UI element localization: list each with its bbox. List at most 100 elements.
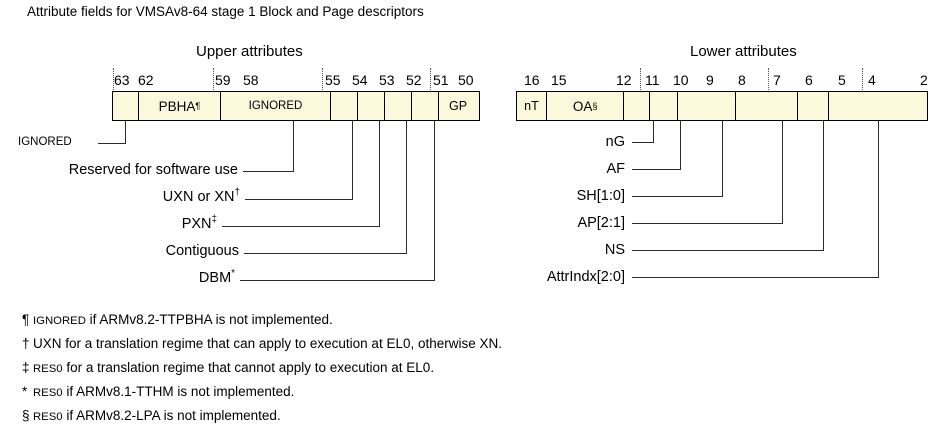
field-cell-gp[interactable]: GP xyxy=(448,99,468,113)
bit-label-12: 12 xyxy=(616,72,632,88)
footnote-mark-section: § xyxy=(22,408,30,423)
footnote-smallcaps-3: RES0 xyxy=(33,387,63,399)
leader-vertical-ns xyxy=(823,121,824,251)
lower-attributes-field-box: nT OA§ xyxy=(516,91,928,121)
footnote-smallcaps-4: RES0 xyxy=(33,411,63,423)
bit-label-58: 58 xyxy=(243,72,259,88)
upper-attributes-field-box: PBHA¶ IGNORED GP xyxy=(112,91,480,121)
leader-vertical-sh xyxy=(722,121,723,197)
callout-label-uxn-text: UXN or XN xyxy=(162,189,235,205)
field-cell-11[interactable] xyxy=(624,92,651,120)
page-title: Attribute fields for VMSAv8-64 stage 1 B… xyxy=(27,4,424,19)
field-cell-54[interactable] xyxy=(331,92,358,120)
bit-tick-11 xyxy=(640,68,641,92)
callout-label-pxn: PXN‡ xyxy=(60,214,217,232)
leader-horizontal-af xyxy=(632,169,681,170)
leader-vertical-dbm xyxy=(434,121,435,281)
upper-attributes-heading: Upper attributes xyxy=(196,43,303,60)
leader-horizontal-uxn xyxy=(245,199,353,200)
callout-label-dbm: DBM* xyxy=(60,269,235,286)
bit-label-55: 55 xyxy=(325,72,341,88)
bit-label-50: 50 xyxy=(458,72,474,88)
leader-horizontal-ns xyxy=(632,250,824,251)
callout-label-uxn-sup: † xyxy=(234,187,240,199)
field-cell-5[interactable] xyxy=(798,92,830,120)
leader-vertical-contiguous xyxy=(406,121,407,254)
bit-tick-7 xyxy=(768,68,769,92)
field-cell-ignored[interactable]: IGNORED xyxy=(221,92,331,120)
field-cell-oa[interactable]: OA§ xyxy=(547,92,625,120)
field-cell-pbha[interactable]: PBHA¶ xyxy=(139,92,221,120)
footnote-mark-dagger: † xyxy=(22,336,30,351)
bit-label-8: 8 xyxy=(738,72,746,88)
field-cell-52[interactable] xyxy=(385,92,412,120)
leader-horizontal-sh xyxy=(632,196,723,197)
bit-label-4: 4 xyxy=(868,72,876,88)
bit-label-51: 51 xyxy=(433,72,449,88)
callout-label-reserved-sw: Reserved for software use xyxy=(68,162,238,178)
callout-label-sh: SH[1:0] xyxy=(576,188,625,204)
leader-horizontal-ignored xyxy=(98,143,126,144)
callout-label-attrindx: AttrIndx[2:0] xyxy=(546,269,625,285)
leader-vertical-ng xyxy=(653,121,654,143)
bit-label-16: 16 xyxy=(524,72,540,88)
footnote-text-1: UXN for a translation regime that can ap… xyxy=(33,336,502,351)
field-cell-oa-label: OA xyxy=(572,98,593,114)
bit-label-62: 62 xyxy=(138,72,154,88)
footnote-oa: §RES0 if ARMv8.2-LPA is not implemented. xyxy=(22,408,281,423)
bit-tick-63 xyxy=(113,68,114,92)
bit-label-53: 53 xyxy=(379,72,395,88)
field-cell-51[interactable] xyxy=(412,92,439,120)
lower-attributes-heading: Lower attributes xyxy=(690,43,797,60)
leader-horizontal-contiguous xyxy=(244,253,407,254)
leader-horizontal-reserved-sw xyxy=(243,171,294,172)
callout-label-pxn-text: PXN xyxy=(181,216,212,232)
leader-vertical-pxn xyxy=(379,121,380,227)
footnote-mark-asterisk: * xyxy=(22,384,28,399)
bit-label-52: 52 xyxy=(406,72,422,88)
footnote-pxn: ‡RES0 for a translation regime that cann… xyxy=(22,360,434,375)
field-cell-63[interactable] xyxy=(113,92,139,120)
leader-vertical-ap xyxy=(782,121,783,224)
footnote-mark-pilcrow: ¶ xyxy=(22,312,30,327)
callout-label-dbm-text: DBM xyxy=(198,270,232,286)
footnote-uxn: †UXN for a translation regime that can a… xyxy=(22,336,502,351)
callout-label-uxn: UXN or XN† xyxy=(60,187,240,205)
leader-horizontal-dbm xyxy=(240,280,435,281)
field-cell-7-6[interactable] xyxy=(736,92,798,120)
bit-label-9: 9 xyxy=(706,72,714,88)
bit-label-11: 11 xyxy=(645,72,660,88)
field-cell-nt[interactable]: nT xyxy=(517,92,547,120)
leader-vertical-af xyxy=(680,121,681,170)
bit-tick-55 xyxy=(322,68,323,92)
bit-label-59: 59 xyxy=(215,72,231,88)
footnote-dbm: *RES0 if ARMv8.1-TTHM is not implemented… xyxy=(22,384,294,399)
bit-label-54: 54 xyxy=(352,72,368,88)
bit-label-63: 63 xyxy=(114,72,130,88)
field-cell-4-2[interactable] xyxy=(829,92,927,120)
callout-label-ng: nG xyxy=(605,134,625,150)
field-cell-pbha-label: PBHA xyxy=(158,98,196,114)
bit-label-2: 2 xyxy=(920,72,928,88)
leader-horizontal-ap xyxy=(632,223,783,224)
bit-label-5: 5 xyxy=(838,72,846,88)
leader-vertical-ignored xyxy=(125,121,126,144)
callout-label-pxn-sup: ‡ xyxy=(211,214,217,226)
footnote-mark-double-dagger: ‡ xyxy=(22,360,30,375)
leader-horizontal-ng xyxy=(632,142,654,143)
leader-vertical-reserved-sw xyxy=(293,121,294,172)
field-cell-9-8[interactable] xyxy=(678,92,736,120)
callout-label-contiguous: Contiguous xyxy=(165,243,239,259)
leader-vertical-attrindx xyxy=(878,121,879,278)
callout-label-af: AF xyxy=(606,161,625,177)
callout-label-ap: AP[2:1] xyxy=(577,215,625,231)
bit-label-7: 7 xyxy=(773,72,781,88)
footnote-pbha: ¶IGNORED if ARMv8.2-TTPBHA is not implem… xyxy=(22,312,333,327)
bit-label-15: 15 xyxy=(551,72,567,88)
callout-label-ignored: IGNORED xyxy=(18,136,72,148)
leader-horizontal-attrindx xyxy=(632,277,879,278)
footnote-text-4: if ARMv8.2-LPA is not implemented. xyxy=(62,408,281,423)
field-cell-53[interactable] xyxy=(358,92,385,120)
leader-vertical-uxn xyxy=(352,121,353,200)
field-cell-10[interactable] xyxy=(650,92,679,120)
